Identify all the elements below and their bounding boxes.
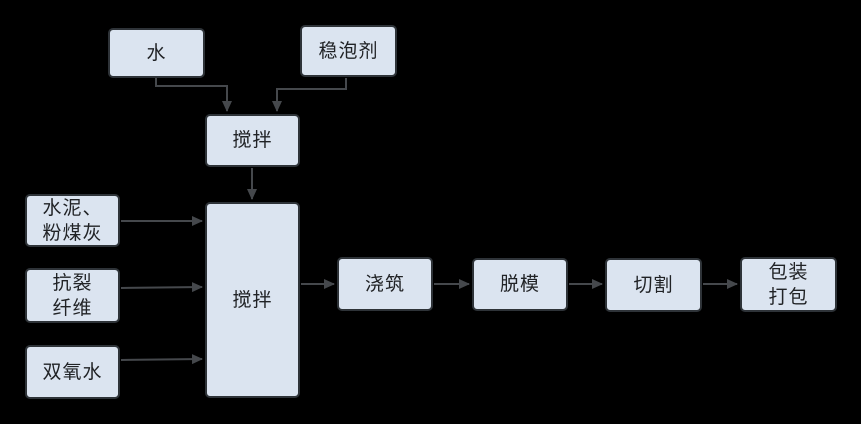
node-water: 水 bbox=[108, 28, 205, 78]
connector-peroxide-to-mainmix bbox=[120, 354, 203, 365]
node-demolding: 脱模 bbox=[472, 258, 568, 311]
node-anticrack-fiber: 抗裂 纤维 bbox=[25, 268, 120, 323]
node-mix-main: 搅拌 bbox=[205, 202, 300, 398]
node-foam-stabilizer-label: 稳泡剂 bbox=[318, 39, 379, 62]
node-mix-main-label: 搅拌 bbox=[232, 288, 273, 311]
connector-water-to-premix bbox=[155, 78, 232, 112]
node-mix-premix: 搅拌 bbox=[205, 114, 300, 167]
node-cutting: 切割 bbox=[605, 258, 702, 312]
node-demolding-label: 脱模 bbox=[499, 273, 540, 296]
connector-stabilizer-to-premix bbox=[272, 78, 347, 112]
node-anticrack-fiber-label: 抗裂 纤维 bbox=[52, 271, 93, 319]
node-hydrogen-peroxide-label: 双氧水 bbox=[42, 360, 103, 383]
node-packing: 包装 打包 bbox=[740, 257, 837, 312]
node-foam-stabilizer: 稳泡剂 bbox=[300, 25, 397, 77]
node-packing-label: 包装 打包 bbox=[768, 260, 809, 308]
node-pouring-label: 浇筑 bbox=[364, 272, 405, 295]
node-hydrogen-peroxide: 双氧水 bbox=[25, 345, 120, 399]
node-cutting-label: 切割 bbox=[633, 273, 674, 296]
node-mix-premix-label: 搅拌 bbox=[232, 129, 273, 152]
node-pouring: 浇筑 bbox=[337, 257, 433, 311]
node-cement-flyash: 水泥、 粉煤灰 bbox=[25, 194, 120, 247]
node-cement-flyash-label: 水泥、 粉煤灰 bbox=[42, 196, 103, 244]
node-water-label: 水 bbox=[146, 41, 167, 64]
connector-fiber-to-mainmix bbox=[120, 282, 203, 293]
